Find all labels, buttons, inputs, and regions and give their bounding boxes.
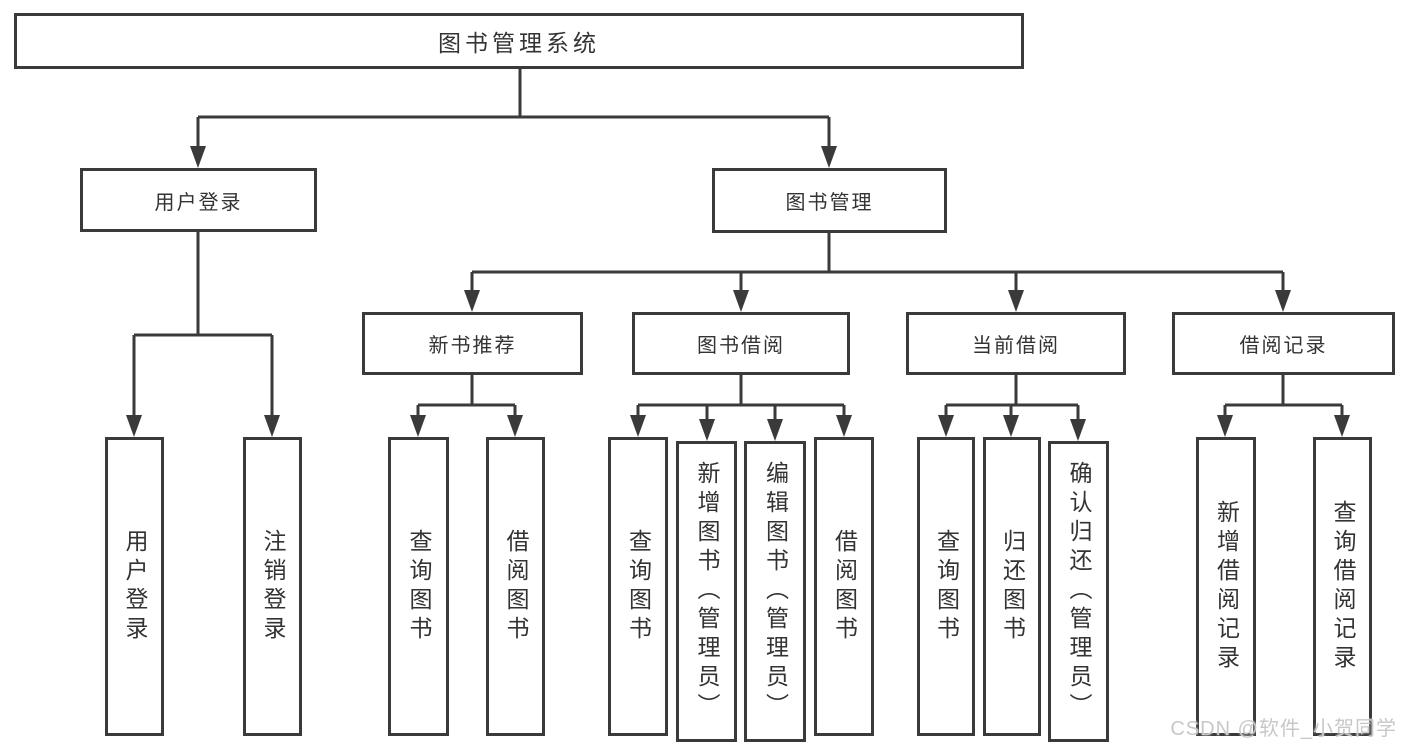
leaf-query-books-recommend: 查询图书 <box>388 437 449 736</box>
leaf-query-books-borrowing: 查询图书 <box>608 437 668 736</box>
leaf-query-books-current: 查询图书 <box>917 437 975 736</box>
node-user-login: 用户登录 <box>80 168 317 232</box>
node-book-management: 图书管理 <box>712 168 947 233</box>
leaf-user-login: 用户登录 <box>105 437 164 736</box>
watermark: CSDN @软件_小贺同学 <box>1170 718 1397 740</box>
node-new-book-recommend: 新书推荐 <box>362 312 583 375</box>
node-current-borrowing: 当前借阅 <box>906 312 1126 375</box>
node-borrowing-records: 借阅记录 <box>1172 312 1395 375</box>
leaf-confirm-return-admin: 确认归还（管理员） <box>1048 441 1109 742</box>
node-book-borrowing: 图书借阅 <box>632 312 850 375</box>
leaf-borrow-books-borrowing: 借阅图书 <box>814 437 874 736</box>
tree-edges <box>132 69 1344 423</box>
leaf-edit-books-admin: 编辑图书（管理员） <box>744 441 806 742</box>
leaf-return-books: 归还图书 <box>983 437 1041 736</box>
arrowheads <box>126 146 1350 441</box>
leaf-logout: 注销登录 <box>243 437 302 736</box>
leaf-add-books-admin: 新增图书（管理员） <box>676 441 737 742</box>
leaf-add-borrow-record: 新增借阅记录 <box>1196 437 1256 736</box>
node-root: 图书管理系统 <box>14 13 1024 69</box>
leaf-borrow-books-recommend: 借阅图书 <box>486 437 545 736</box>
leaf-query-borrow-record: 查询借阅记录 <box>1313 437 1372 736</box>
